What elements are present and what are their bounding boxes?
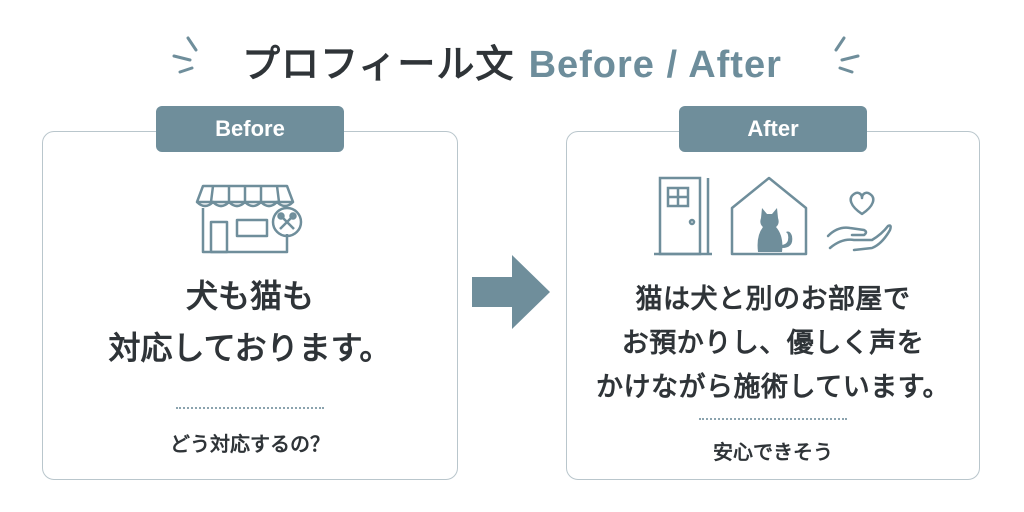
page-title-area: プロフィール文 Before / After xyxy=(0,28,1024,92)
title-before-after: Before / After xyxy=(528,43,782,86)
before-tab: Before xyxy=(156,106,344,152)
shop-icon xyxy=(195,184,303,254)
before-icon-row xyxy=(43,176,457,256)
after-panel: After xyxy=(566,106,980,480)
door-icon xyxy=(654,176,712,256)
after-line-1: 猫は犬と別のお部屋で xyxy=(635,284,911,315)
before-panel: Before 犬も猫も 対応しております。 どう対 xyxy=(42,106,458,480)
after-icon-row xyxy=(567,174,979,256)
after-tab: After xyxy=(679,106,867,152)
before-sub-text: どう対応するの？ xyxy=(170,432,330,456)
after-sub-text: 安心できそう xyxy=(713,440,833,464)
before-dotted-divider xyxy=(176,407,324,409)
before-line-2: 対応しております。 xyxy=(108,329,392,367)
heart-hand-icon xyxy=(826,191,892,252)
page-title: プロフィール文 Before / After xyxy=(242,33,782,88)
before-line-1: 犬も猫も xyxy=(185,277,314,315)
title-japanese: プロフィール文 xyxy=(242,41,515,86)
right-spark-icon xyxy=(834,36,860,74)
left-spark-icon xyxy=(172,36,198,74)
after-main-text: 猫は犬と別のお部屋で お預かりし、優しく声を かけながら施術しています。 xyxy=(567,278,979,410)
arrow-right-icon xyxy=(472,255,550,329)
after-dotted-divider xyxy=(699,418,847,420)
after-line-2: お預かりし、優しく声を xyxy=(621,328,925,359)
after-line-3: かけながら施術しています。 xyxy=(596,372,950,403)
house-cat-icon xyxy=(730,176,808,256)
before-main-text: 犬も猫も 対応しております。 xyxy=(43,270,457,374)
